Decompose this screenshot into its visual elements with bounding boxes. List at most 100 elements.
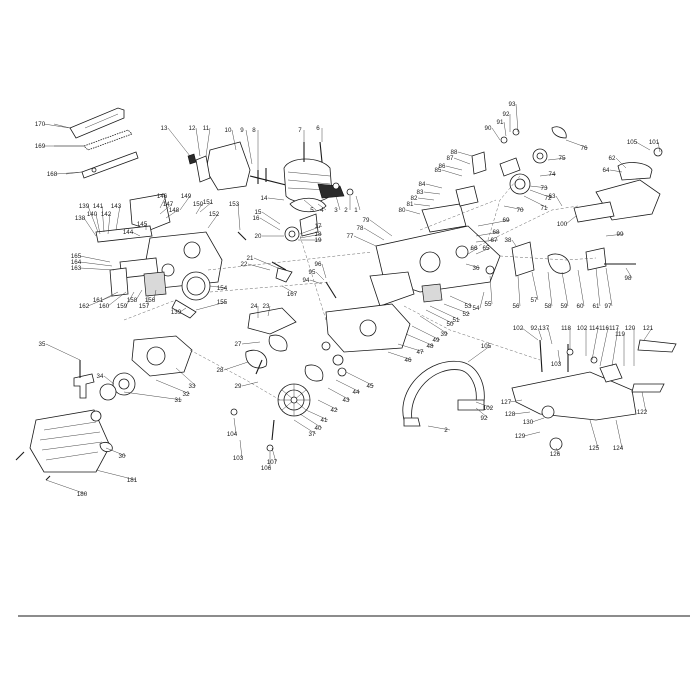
leader-line — [45, 479, 87, 495]
flywheel-assembly — [230, 341, 347, 452]
part-number-label: 40 — [315, 425, 322, 432]
part-number-label: 148 — [169, 207, 180, 214]
part-number-label: 48 — [427, 343, 434, 350]
leader-line — [515, 103, 519, 133]
part-number-label: 146 — [157, 193, 168, 200]
leader-line — [503, 121, 507, 137]
part-number-label: 72 — [545, 195, 552, 202]
leader-line — [45, 343, 81, 361]
part-number-label: 82 — [411, 195, 418, 202]
leader-line — [299, 233, 323, 239]
leader-line — [335, 379, 361, 393]
leader-line — [101, 291, 119, 301]
part-number-label: 151 — [203, 199, 214, 206]
part-number-label: 51 — [453, 317, 460, 324]
part-number-label: 181 — [127, 477, 138, 484]
part-number-label: 92 — [481, 415, 488, 422]
leader-line — [179, 195, 191, 211]
part-number-label: 159 — [117, 303, 128, 310]
leader-line — [521, 327, 539, 341]
leader-line — [465, 263, 481, 269]
part-number-label: 2 — [344, 207, 348, 214]
part-number-label: 157 — [139, 303, 150, 310]
part-number-label: 60 — [577, 303, 584, 310]
part-number-label: 156 — [145, 297, 156, 304]
leader-line — [271, 447, 277, 463]
part-number-label: 20 — [255, 233, 262, 240]
leader-line — [299, 413, 323, 429]
leader-line — [353, 235, 377, 247]
leader-line — [107, 291, 127, 307]
part-number-label: 44 — [353, 389, 360, 396]
leader-line — [419, 315, 449, 335]
part-number-label: 99 — [617, 231, 624, 238]
part-number-label: 80 — [399, 207, 406, 214]
leader-line — [513, 411, 531, 415]
leader-line — [557, 349, 561, 365]
part-number-label: 95 — [309, 269, 316, 276]
part-number-label: 91 — [497, 119, 504, 126]
part-number-label: 169 — [35, 143, 46, 150]
leader-line — [589, 419, 599, 449]
part-number-label: 10 — [225, 127, 232, 134]
part-number-label: 38 — [505, 237, 512, 244]
leader-line — [539, 173, 557, 177]
part-number-label: 2 — [444, 427, 448, 434]
leader-line — [293, 419, 317, 435]
carburetor-assembly — [485, 241, 636, 277]
leader-line — [605, 233, 625, 237]
leader-line — [641, 391, 647, 413]
part-number-label: 168 — [47, 171, 58, 178]
leader-line — [83, 217, 97, 237]
part-number-label: 70 — [517, 207, 524, 214]
part-number-label: 124 — [613, 445, 624, 452]
leader-line — [467, 345, 491, 363]
leader-line — [503, 205, 525, 211]
leader-line — [611, 327, 619, 367]
part-number-label: 161 — [93, 297, 104, 304]
leader-line — [565, 139, 589, 149]
leader-line — [529, 189, 553, 199]
part-number-label: 3 — [334, 207, 338, 214]
part-number-label: 47 — [417, 349, 424, 356]
part-number-label: 143 — [111, 203, 122, 210]
part-number-label: 65 — [483, 245, 490, 252]
leader-line — [345, 371, 375, 387]
leader-line — [635, 141, 651, 151]
leader-line — [309, 279, 323, 285]
leader-line — [477, 219, 511, 227]
leader-line — [467, 247, 479, 255]
part-number-label: 104 — [227, 431, 238, 438]
part-number-label: 141 — [93, 203, 104, 210]
part-number-label: 81 — [407, 201, 414, 208]
part-number-label: 12 — [189, 125, 196, 132]
leader-line — [425, 309, 455, 325]
part-number-label: 8 — [252, 127, 256, 134]
leader-line — [105, 447, 127, 457]
guide-bar-assembly — [53, 107, 139, 179]
leader-line — [531, 271, 539, 301]
part-number-label: 64 — [603, 167, 610, 174]
part-number-label: 68 — [493, 229, 500, 236]
leader-line — [443, 303, 471, 315]
leader-line — [411, 325, 441, 341]
leader-line — [441, 169, 463, 177]
leader-line — [299, 225, 323, 235]
leader-line — [159, 195, 167, 209]
part-number-label: 53 — [465, 303, 472, 310]
leader-line — [321, 263, 327, 279]
leader-line — [423, 191, 441, 195]
part-number-label: 139 — [79, 203, 90, 210]
part-number-label: 18 — [315, 231, 322, 238]
part-number-label: 52 — [463, 311, 470, 318]
leader-line — [517, 275, 521, 307]
part-number-label: 85 — [435, 167, 442, 174]
leader-line — [79, 255, 111, 263]
part-number-label: 43 — [343, 397, 350, 404]
part-number-label: 50 — [447, 321, 454, 328]
leader-line — [195, 301, 227, 311]
part-number-label: 57 — [531, 297, 538, 304]
leader-line — [101, 205, 105, 233]
leader-line — [179, 307, 187, 313]
leader-line — [239, 439, 243, 459]
